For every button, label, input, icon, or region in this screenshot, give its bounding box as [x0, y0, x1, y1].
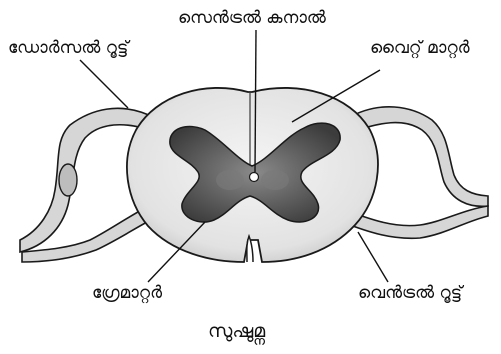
central-canal [250, 173, 259, 182]
central-canal-label: സെൻട്രൽ കനാൽ [178, 10, 326, 27]
dorsal-root-pointer [80, 60, 128, 108]
dorsal-root-label: ഡോർസൽ റൂട്ട് [8, 40, 128, 57]
ventral-root-label: വെൻട്രൽ റൂട്ട് [358, 285, 462, 302]
grey-matter-label: ഗ്രേമാറ്റർ [92, 285, 162, 302]
central-canal-pointer [255, 30, 256, 172]
diagram-caption: സുഷുമ്ന [208, 322, 265, 341]
ventral-root-pointer [358, 232, 388, 282]
white-matter-label: വൈറ്റ് മാറ്റർ [370, 40, 470, 57]
